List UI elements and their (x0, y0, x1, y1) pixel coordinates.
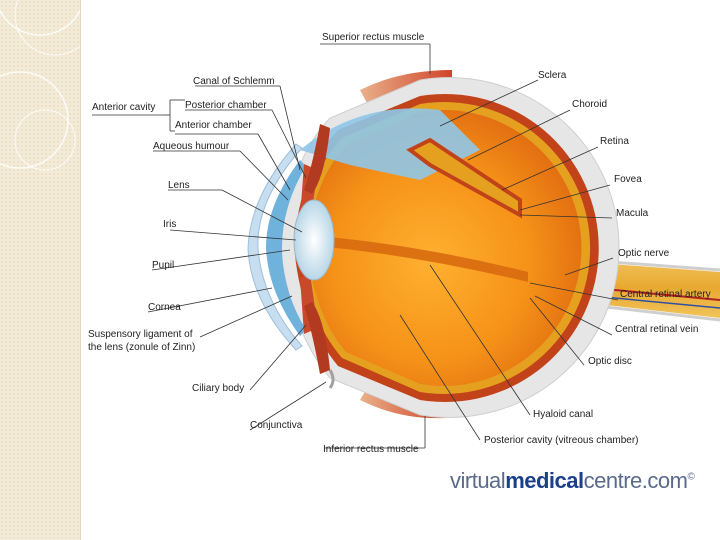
ciliary-body-upper (304, 124, 330, 194)
label-suspensory-ligament-line1: Suspensory ligament of (88, 329, 193, 340)
label-conjunctiva: Conjunctiva (250, 420, 303, 431)
label-central-retinal-artery: Central retinal artery (620, 289, 711, 300)
label-suspensory-ligament-line2: the lens (zonule of Zinn) (88, 342, 195, 353)
leader-lines (92, 43, 619, 449)
label-hyaloid-canal: Hyaloid canal (533, 409, 593, 420)
logo-part-centre: centre.com (583, 468, 688, 493)
decorative-sidebar (0, 0, 81, 540)
cutaway-retina-fold (406, 137, 522, 219)
lens-shape (293, 199, 335, 281)
label-pupil: Pupil (152, 260, 174, 271)
label-posterior-cavity: Posterior cavity (vitreous chamber) (484, 435, 639, 446)
label-ciliary-body: Ciliary body (192, 383, 244, 394)
anterior-chamber-shape (266, 160, 306, 336)
label-superior-rectus: Superior rectus muscle (322, 32, 425, 43)
conjunctiva-shape (328, 369, 335, 389)
label-central-retinal-vein: Central retinal vein (615, 324, 698, 335)
label-optic-disc: Optic disc (588, 356, 632, 367)
virtualmedicalcentre-logo: virtualmedicalcentre.com© (450, 468, 695, 494)
ciliary-body-shape (304, 302, 330, 374)
label-sclera: Sclera (538, 70, 567, 81)
sidebar-circles (0, 0, 80, 171)
hyaloid-canal-shape (318, 236, 528, 282)
label-choroid: Choroid (572, 99, 607, 110)
label-canal-of-schlemm: Canal of Schlemm (193, 76, 275, 87)
label-inferior-rectus: Inferior rectus muscle (323, 444, 419, 455)
logo-copyright: © (687, 471, 695, 483)
vitreous-body (308, 110, 582, 386)
label-aqueous-humour: Aqueous humour (153, 141, 230, 152)
label-anterior-cavity: Anterior cavity (92, 102, 155, 113)
label-posterior-chamber: Posterior chamber (185, 100, 267, 111)
cornea-shape (247, 143, 303, 351)
label-lens: Lens (168, 180, 190, 191)
label-anterior-chamber: Anterior chamber (175, 120, 252, 131)
label-iris: Iris (163, 219, 176, 230)
logo-part-virtual: virtual (450, 468, 506, 493)
label-retina: Retina (600, 136, 629, 147)
label-macula: Macula (616, 208, 649, 219)
logo-part-medical: medical (505, 468, 584, 493)
label-fovea: Fovea (614, 174, 642, 185)
label-cornea: Cornea (148, 302, 181, 313)
label-optic-nerve: Optic nerve (618, 248, 670, 259)
